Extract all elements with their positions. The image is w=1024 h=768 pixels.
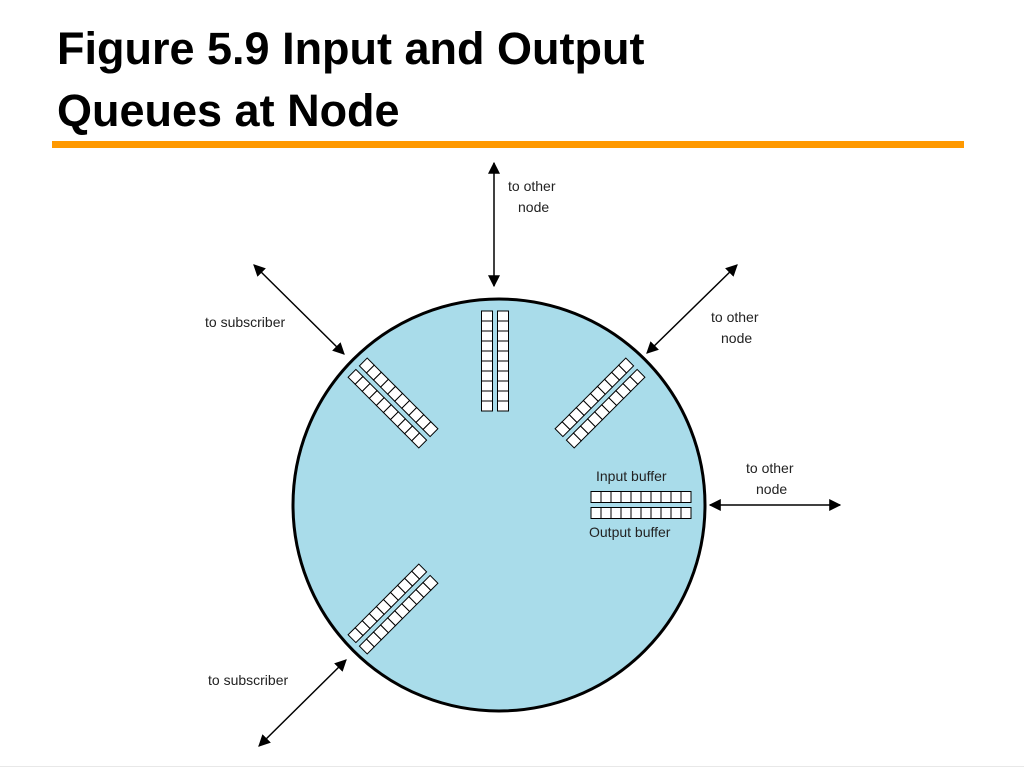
input-buffer-cell (497, 330, 509, 342)
output-buffer-cell (481, 390, 493, 402)
output-buffer-cell (650, 507, 662, 519)
input-buffer-cell (497, 400, 509, 412)
title-line-1: Figure 5.9 Input and Output (57, 23, 645, 74)
input-buffer-cell (670, 491, 682, 503)
label-input-buffer: Input buffer (596, 468, 667, 484)
output-buffer-cell (481, 400, 493, 412)
buffer-pair-upper-left (347, 357, 439, 449)
input-buffer-cell (640, 491, 652, 503)
buffer-pair-right (590, 491, 692, 519)
queue-buffers (347, 310, 692, 655)
output-buffer-cell (411, 432, 428, 449)
output-buffer-cell (481, 320, 493, 332)
input-buffer-cell (497, 320, 509, 332)
buffer-pair-top (481, 310, 509, 412)
output-buffer-cell (680, 507, 692, 519)
footer-divider (0, 766, 1024, 767)
output-buffer-cell (481, 350, 493, 362)
title-line-2: Queues at Node (57, 85, 400, 136)
link-arrow-lower-left (258, 659, 347, 747)
output-buffer-cell (422, 574, 439, 591)
output-buffer-cell (481, 360, 493, 372)
input-buffer-cell (497, 380, 509, 392)
input-buffer-cell (497, 350, 509, 362)
input-buffer-cell (497, 310, 509, 322)
slide-title: Figure 5.9 Input and Output Queues at No… (57, 18, 957, 142)
input-buffer-cell (422, 421, 439, 438)
input-buffer-cell (630, 491, 642, 503)
label-upper-right-line-2: node (721, 330, 752, 346)
input-buffer-cell (497, 390, 509, 402)
link-arrow-upper-left (253, 264, 345, 355)
buffer-pair-upper-right (554, 357, 646, 449)
input-buffer-cell (497, 370, 509, 382)
input-buffer-cell (660, 491, 672, 503)
label-top-line-2: node (518, 199, 549, 215)
input-buffer-cell (600, 491, 612, 503)
input-buffer-cell (650, 491, 662, 503)
output-buffer-cell (670, 507, 682, 519)
input-buffer-cell (497, 340, 509, 352)
link-arrow-upper-right (646, 264, 738, 354)
buffer-pair-lower-left (347, 563, 439, 655)
input-buffer-cell (497, 360, 509, 372)
input-buffer-cell (618, 357, 635, 374)
label-right-line-1: to other (746, 460, 794, 476)
output-buffer-cell (481, 310, 493, 322)
input-buffer-cell (620, 491, 632, 503)
output-buffer-cell (620, 507, 632, 519)
output-buffer-cell (481, 330, 493, 342)
label-top-line-1: to other (508, 178, 556, 194)
input-buffer-cell (680, 491, 692, 503)
output-buffer-cell (660, 507, 672, 519)
output-buffer-cell (481, 340, 493, 352)
output-buffer-cell (590, 507, 602, 519)
output-buffer-cell (600, 507, 612, 519)
output-buffer-cell (481, 380, 493, 392)
label-right-line-2: node (756, 481, 787, 497)
input-buffer-cell (610, 491, 622, 503)
output-buffer-cell (610, 507, 622, 519)
label-upper-left-subscriber: to subscriber (205, 314, 285, 330)
label-upper-right-line-1: to other (711, 309, 759, 325)
output-buffer-cell (630, 507, 642, 519)
input-buffer-cell (411, 563, 428, 580)
label-lower-left-subscriber: to subscriber (208, 672, 288, 688)
title-underline (52, 141, 964, 148)
output-buffer-cell (481, 370, 493, 382)
input-buffer-cell (590, 491, 602, 503)
output-buffer-cell (640, 507, 652, 519)
label-output-buffer: Output buffer (589, 524, 671, 540)
output-buffer-cell (629, 368, 646, 385)
